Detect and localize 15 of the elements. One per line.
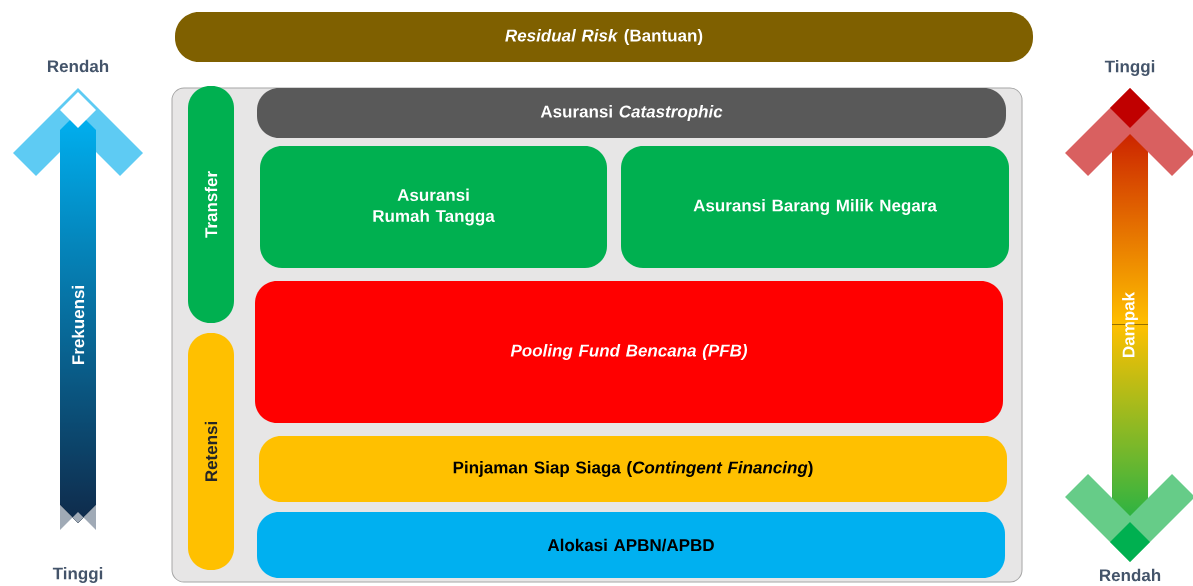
layer-box: Pooling Fund Bencana (PFB): [255, 281, 1003, 423]
end-label: Tinggi: [52, 567, 103, 583]
layer-box: Asuransi Rumah Tangga: [260, 146, 607, 268]
banner-bar: Residual Risk (Bantuan): [175, 12, 1033, 62]
layer-bar: Asuransi Catastrophic: [257, 88, 1006, 138]
arrow-label: Dampak: [1122, 291, 1138, 357]
arrow-label: Frekuensi: [71, 286, 85, 364]
end-label: Rendah: [48, 59, 109, 73]
layer-bar: Pinjaman Siap Siaga (Contingent Financing): [259, 436, 1007, 502]
end-label: Tinggi: [1104, 60, 1155, 76]
layer-box: Asuransi Barang Milik Negara: [621, 146, 1009, 268]
side-bar: Retensi: [188, 333, 234, 570]
layer-bar: Alokasi APBN/APBD: [257, 512, 1005, 578]
side-bar: Transfer: [188, 86, 234, 323]
end-label: Rendah: [1100, 568, 1161, 582]
